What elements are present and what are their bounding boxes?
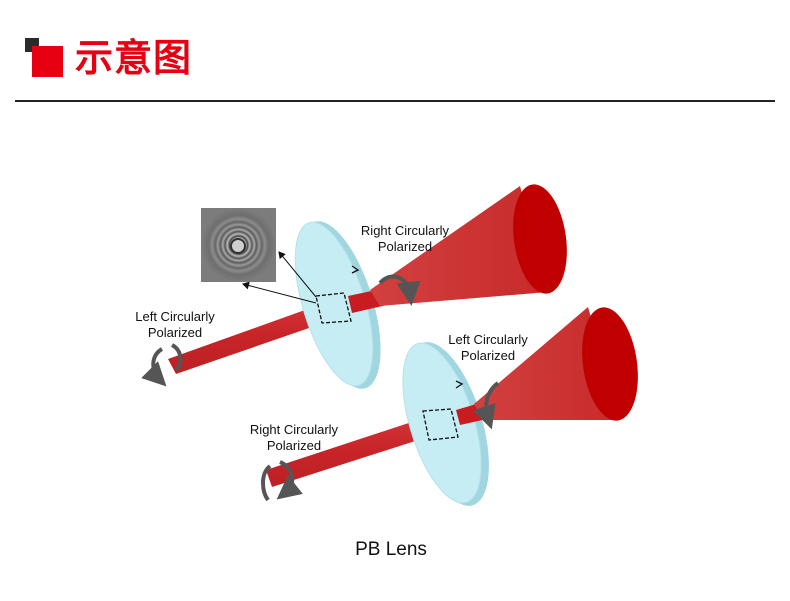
bottom-lens-mark-icon bbox=[455, 380, 464, 389]
label-top-right-line2: Polarized bbox=[378, 239, 432, 254]
bottom-lens-region-box bbox=[422, 408, 459, 441]
label-bottom-right-line1: Left Circularly bbox=[448, 332, 528, 347]
top-lens-mark-icon bbox=[351, 265, 360, 274]
top-lens-region-box bbox=[315, 292, 352, 324]
label-bottom-left-line2: Polarized bbox=[267, 438, 321, 453]
label-bottom-right-line2: Polarized bbox=[461, 348, 515, 363]
zoom-arrow-upper bbox=[278, 251, 317, 298]
page-title: 示意图 bbox=[75, 36, 193, 80]
zoom-arrow-lower bbox=[242, 281, 317, 304]
bottom-pb-lens bbox=[402, 342, 489, 506]
rotation-arrow-icon bbox=[141, 347, 167, 387]
bottom-input-beam bbox=[266, 416, 437, 487]
diagram-caption: PB Lens bbox=[355, 539, 427, 560]
label-top-right-line1: Right Circularly bbox=[361, 223, 450, 238]
label-top-left-line2: Polarized bbox=[148, 325, 202, 340]
interference-pattern-icon bbox=[201, 208, 276, 282]
top-input-beam bbox=[168, 301, 338, 374]
page-header: 示意图 bbox=[0, 0, 790, 104]
logo-red-square-icon bbox=[32, 46, 63, 77]
label-bottom-left-line1: Right Circularly bbox=[250, 422, 339, 437]
label-top-left-line1: Left Circularly bbox=[135, 309, 215, 324]
rotation-arrow-icon bbox=[261, 464, 272, 502]
top-output-cone bbox=[348, 184, 567, 313]
rotation-arrow-icon bbox=[472, 381, 500, 430]
rotation-arrow-icon bbox=[378, 274, 421, 306]
header-divider bbox=[15, 100, 775, 102]
top-pb-lens bbox=[294, 221, 381, 389]
